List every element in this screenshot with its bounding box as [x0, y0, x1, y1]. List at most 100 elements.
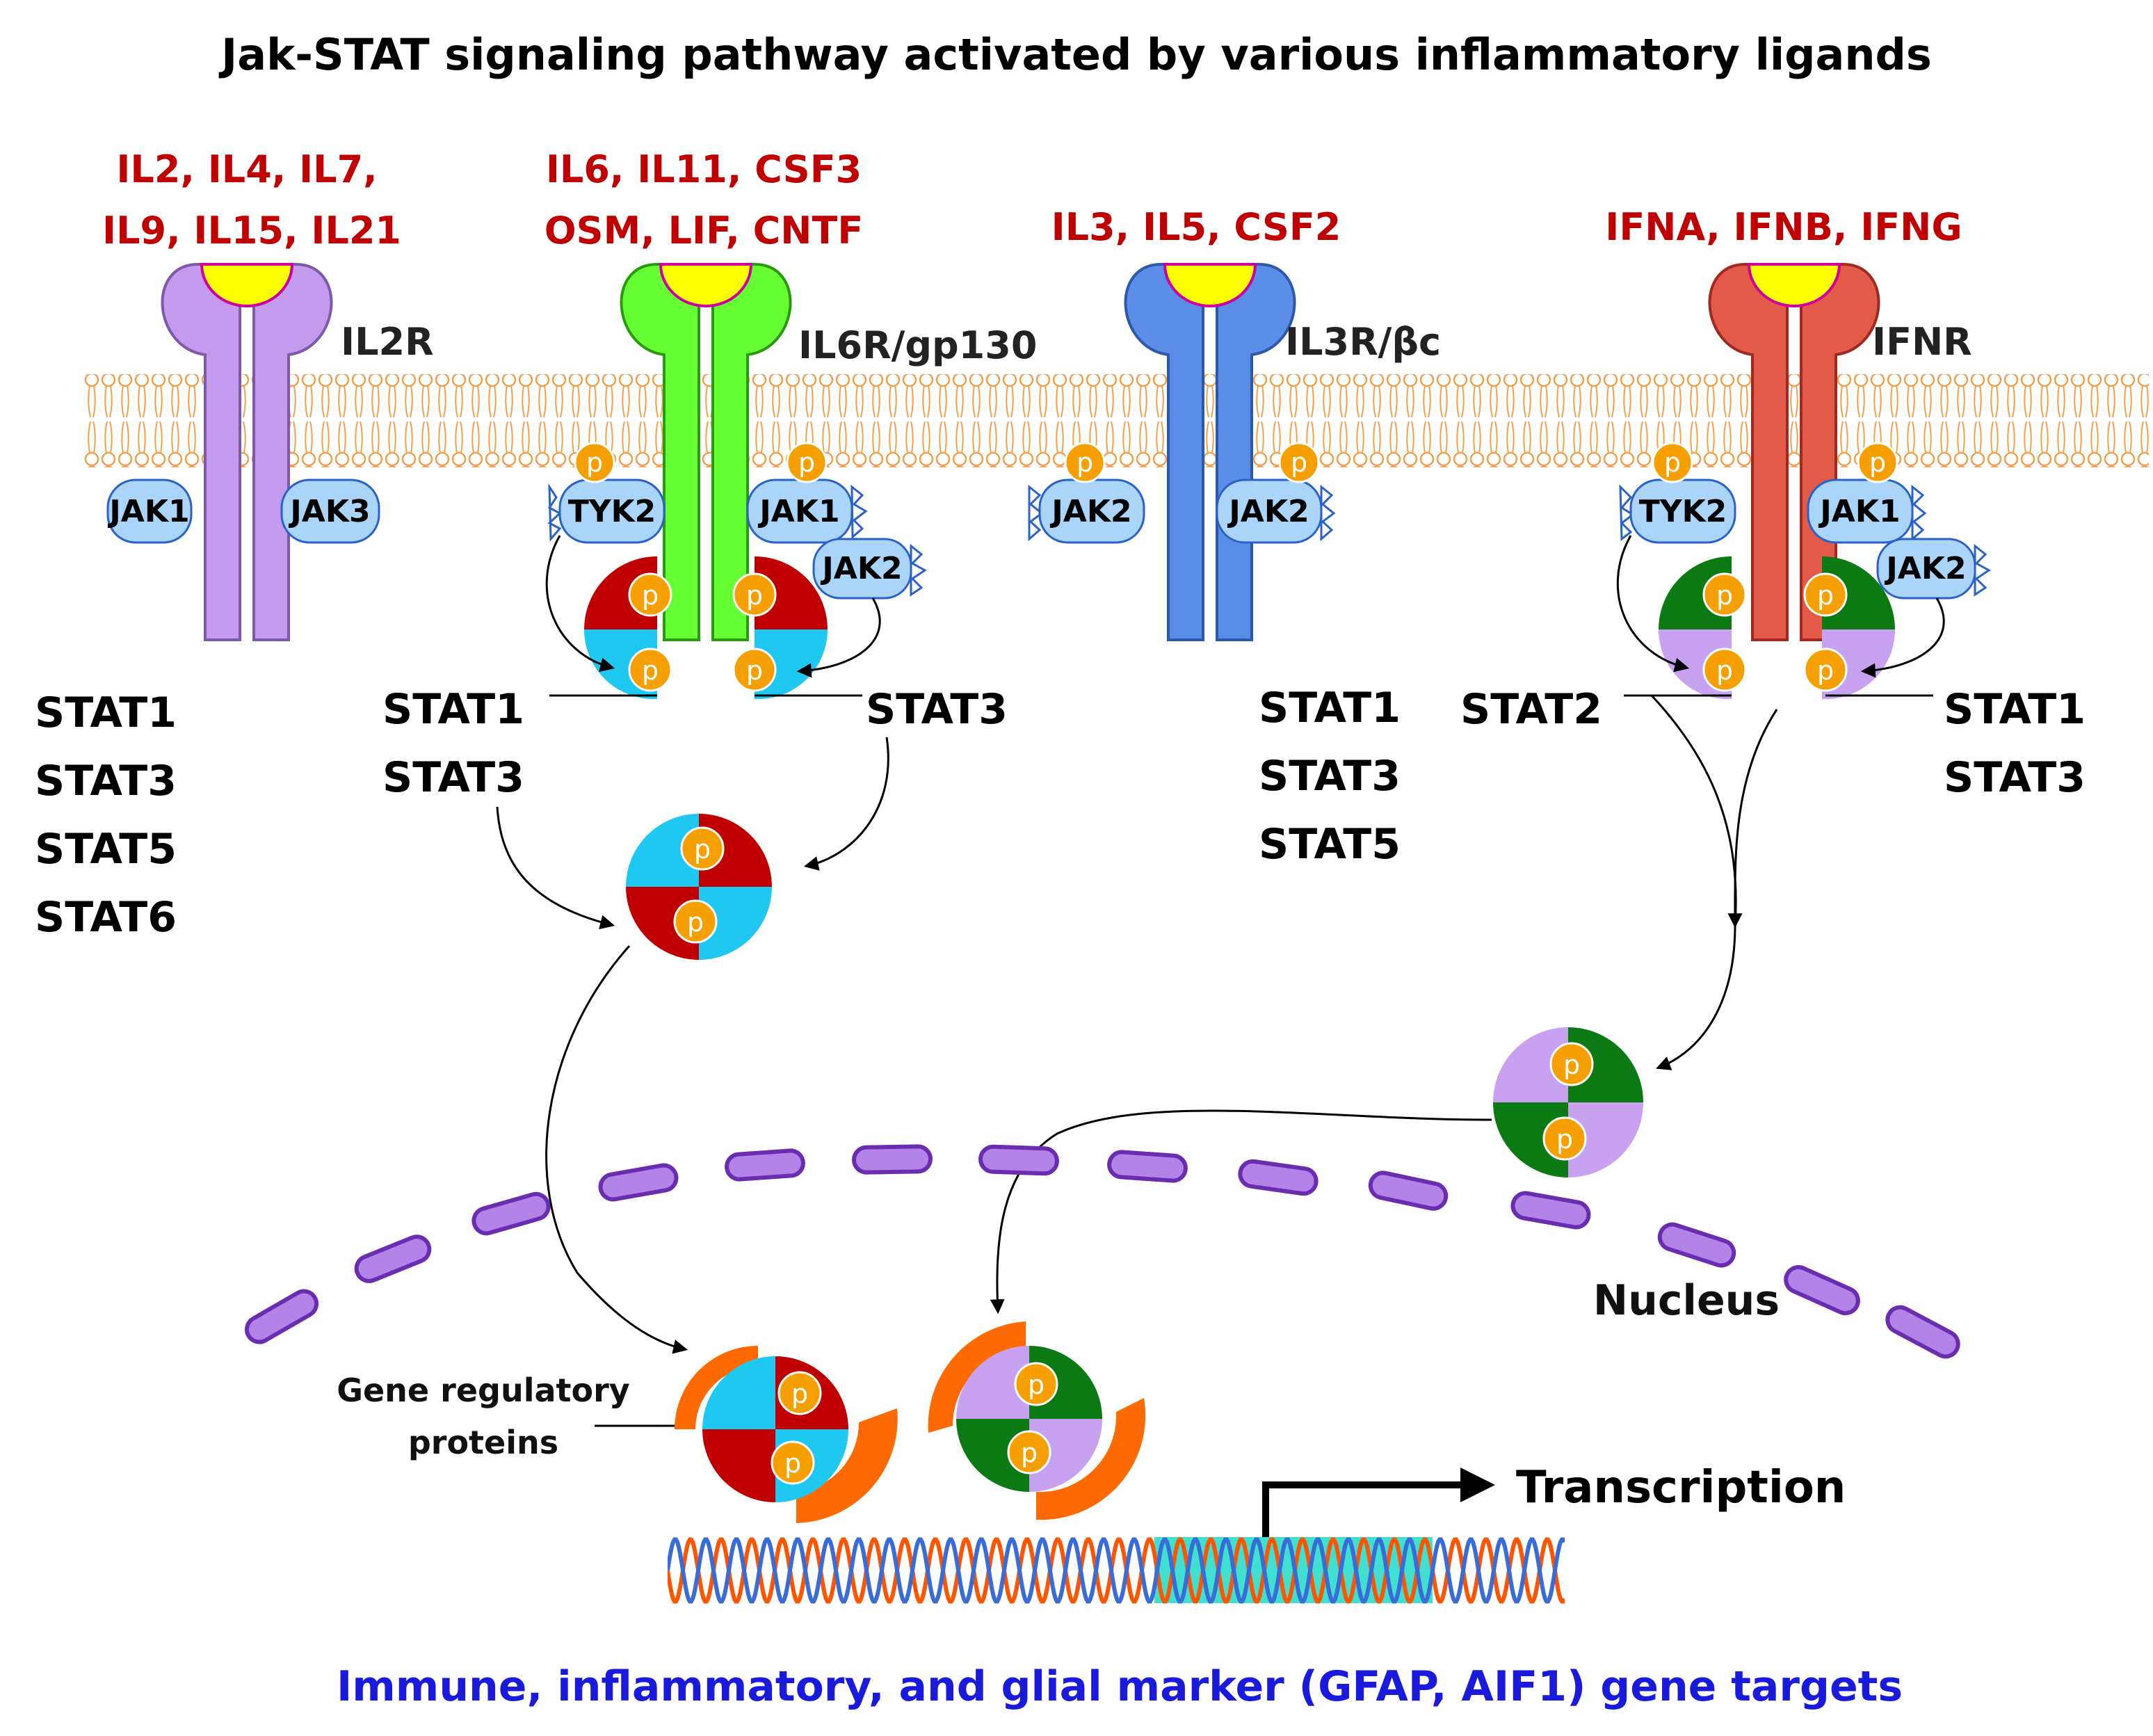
stat-label: STAT3	[866, 685, 1008, 734]
gene-regulatory-label-line2: proteins	[408, 1424, 558, 1461]
receptor-il3r: IL3R/βc	[1124, 263, 1441, 641]
phospho-circle	[628, 648, 672, 692]
activation-burst	[1619, 484, 1635, 541]
kinase-label: JAK1	[757, 494, 839, 529]
stat-label: STAT3	[35, 757, 177, 805]
phospho-label: p	[1291, 447, 1307, 478]
activation-burst	[850, 484, 868, 540]
phospho-circle	[1549, 1042, 1594, 1086]
phospho-circle	[628, 572, 672, 617]
phosphorylation-arrow	[796, 597, 881, 678]
stat-label: STAT2	[1460, 685, 1602, 734]
phospho-label: p	[1664, 447, 1681, 478]
stat-label: STAT5	[35, 825, 177, 874]
phospho-circle	[1064, 442, 1106, 483]
kinase-label: JAK1	[107, 494, 189, 529]
kinase-label: TYK2	[568, 494, 656, 529]
phospho-label: p	[791, 1379, 808, 1409]
ligand-label-il6r-line1: IL6, IL11, CSF3	[546, 147, 862, 191]
phospho-circle	[732, 648, 777, 692]
phospho-circle	[732, 572, 777, 617]
transcription-arrow	[1262, 1468, 1495, 1537]
receptor-il2r: IL2R	[161, 263, 434, 641]
phospho-label: p	[746, 580, 763, 611]
phosphorylation-arrow	[1860, 597, 1945, 678]
kinase-label: JAK2	[1227, 494, 1309, 529]
phospho-circle	[771, 1440, 815, 1485]
stat-dimer-green-lilac: p p	[1493, 1027, 1643, 1178]
nucleus-label: Nucleus	[1593, 1276, 1780, 1325]
dna-helix	[668, 1537, 1565, 1604]
ligand-labels: IL2, IL4, IL7, IL9, IL15, IL21 IL6, IL11…	[102, 147, 1962, 252]
phospho-label: p	[1817, 655, 1834, 686]
gene-regulatory-label-line1: Gene regulatory	[337, 1372, 630, 1409]
kinase-jak3-il2r	[280, 479, 380, 544]
cell-membrane	[83, 374, 2149, 467]
phospho-circle	[574, 442, 615, 483]
phospho-circle	[1803, 648, 1848, 692]
stat-label: STAT3	[1944, 753, 2086, 802]
gene-targets-caption: Immune, inflammatory, and glial marker (…	[337, 1662, 1903, 1711]
phospho-label: p	[1028, 1369, 1045, 1400]
phosphorylation-arrow	[1616, 535, 1690, 673]
stat-label: STAT3	[1259, 752, 1401, 801]
stat-label: STAT1	[1259, 684, 1401, 732]
activation-burst	[1028, 484, 1044, 542]
ligand-label-il2r-line2: IL9, IL15, IL21	[102, 209, 401, 252]
phospho-label: p	[1563, 1050, 1580, 1080]
phospho-circle	[1803, 572, 1848, 617]
stat-label: STAT5	[1259, 820, 1401, 869]
kinase-label: JAK2	[1049, 494, 1131, 529]
stat-label: STAT1	[382, 685, 524, 734]
kinase-label: JAK2	[1884, 551, 1966, 586]
kinase-tyk2-il6r	[558, 479, 666, 544]
phospho-label: p	[1076, 447, 1093, 478]
docked-stats-il6r: p p p p	[545, 535, 881, 700]
nuclear-complex-green-lilac: p p	[928, 1321, 1146, 1520]
nuclear-envelope	[244, 1144, 1960, 1359]
phospho-circle	[1014, 1362, 1058, 1406]
receptor-name-il2r: IL2R	[341, 320, 434, 364]
phospho-circle	[777, 1371, 822, 1415]
activation-burst	[1974, 543, 1991, 597]
phospho-circle	[1652, 442, 1693, 483]
ligand-label-il3r: IL3, IL5, CSF2	[1051, 205, 1341, 249]
phospho-label: p	[746, 655, 763, 686]
receptor-name-ifnr: IFNR	[1872, 320, 1972, 364]
docked-stats-ifnr: p p p p	[1616, 535, 1945, 700]
phospho-circle	[1007, 1430, 1051, 1474]
phospho-circle	[673, 899, 718, 944]
phospho-circle	[1278, 442, 1320, 483]
phospho-circle	[1702, 648, 1747, 692]
ligand-label-il2r-line1: IL2, IL4, IL7,	[116, 147, 377, 191]
phospho-label: p	[1556, 1124, 1573, 1155]
kinase-label: TYK2	[1639, 494, 1727, 529]
ligand-ball-il6r	[659, 263, 753, 307]
phospho-circle	[1542, 1116, 1587, 1161]
stat-label: STAT1	[35, 689, 177, 737]
phospho-circle	[680, 826, 725, 871]
receptor-name-il3r: IL3R/βc	[1285, 320, 1441, 364]
phospho-label: p	[1716, 655, 1733, 686]
kinase-label: JAK2	[820, 551, 902, 586]
phospho-label: p	[798, 447, 815, 478]
receptor-ifnr: IFNR	[1708, 263, 1972, 641]
activation-burst	[547, 483, 562, 542]
ligand-label-il6r-line2: OSM, LIF, CNTF	[545, 209, 863, 252]
dimerization-arrows	[496, 694, 1778, 1354]
activation-burst	[1320, 484, 1336, 542]
nuclear-complex-red-cyan: p p	[675, 1346, 898, 1523]
diagram-title: Jak-STAT signaling pathway activated by …	[218, 29, 1932, 80]
phospho-label: p	[784, 1448, 801, 1479]
receptor-il6r: IL6R/gp130	[620, 263, 1037, 641]
kinases: JAK1 JAK3 TYK2 JAK1 JAK2 JAK2 JAK2 TYK2 …	[106, 479, 1991, 600]
phospho-circle	[786, 442, 828, 483]
kinase-label: JAK1	[1818, 494, 1900, 529]
phospho-label: p	[586, 447, 603, 478]
stat-lists: STAT1 STAT3 STAT5 STAT6 STAT1 STAT3 STAT…	[35, 684, 2086, 942]
kinase-jak1-il2r	[106, 479, 193, 544]
transcription-label: Transcription	[1516, 1462, 1846, 1513]
kinase-phospho-marks: p p p p p p	[574, 442, 1898, 483]
stat-label: STAT1	[1944, 685, 2086, 734]
